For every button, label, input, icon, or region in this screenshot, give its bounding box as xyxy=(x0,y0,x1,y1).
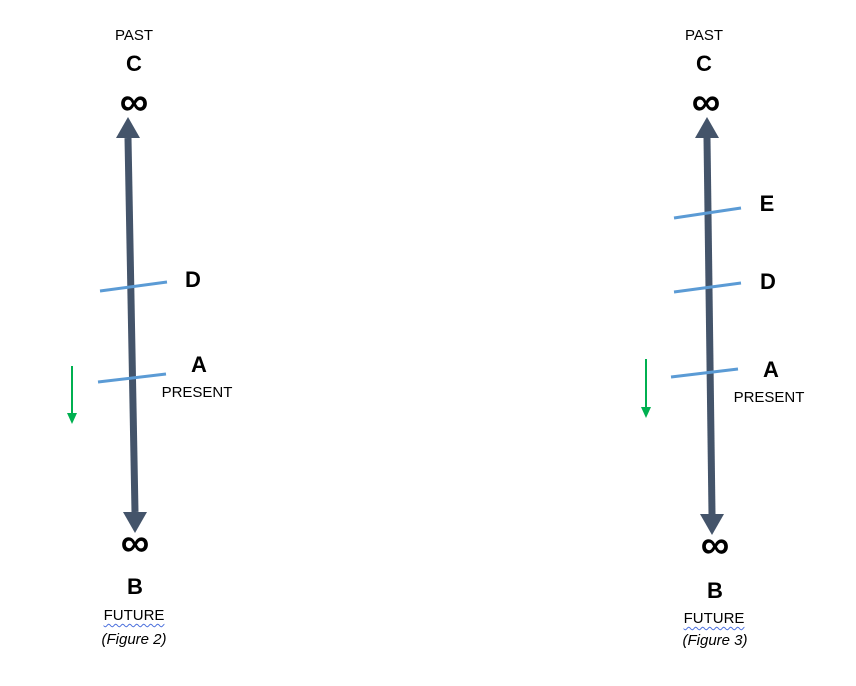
point-c-label: C xyxy=(696,51,712,76)
infinity-bottom-icon: ∞ xyxy=(700,523,730,567)
direction-arrow-head xyxy=(67,413,77,424)
present-label: PRESENT xyxy=(733,389,805,406)
past-label: PAST xyxy=(114,27,154,44)
future-label: FUTURE xyxy=(103,607,165,624)
point-b-label: B xyxy=(127,574,143,599)
present-label: PRESENT xyxy=(161,384,233,401)
figure-3-drawing xyxy=(641,117,742,535)
axis-arrowhead-down xyxy=(700,514,724,535)
axis-arrowhead-up xyxy=(695,117,719,138)
mark-e-tick xyxy=(673,206,742,220)
point-d-label: D xyxy=(760,269,776,294)
infinity-bottom-icon: ∞ xyxy=(120,521,150,565)
point-e-label: E xyxy=(759,191,775,216)
point-a-label: A xyxy=(763,357,779,382)
point-c-label: C xyxy=(126,51,142,76)
direction-arrow-head xyxy=(641,407,651,418)
figure-caption: (Figure 3) xyxy=(682,632,748,649)
axis-arrowhead-down xyxy=(123,512,147,533)
point-b-label: B xyxy=(707,578,723,603)
point-d-label: D xyxy=(185,267,201,292)
figure-2: PAST C ∞ D A PRESENT ∞ B FUTURE (Figure … xyxy=(0,0,300,686)
mark-a-tick xyxy=(670,367,739,379)
figure-3: PAST C ∞ E D A PRESENT ∞ B FUTURE (Figur… xyxy=(570,0,856,686)
past-label: PAST xyxy=(684,27,724,44)
figure-caption: (Figure 2) xyxy=(101,631,167,648)
infinity-top-icon: ∞ xyxy=(691,80,721,124)
mark-d-tick xyxy=(673,281,742,294)
axis-arrowhead-up xyxy=(116,117,140,138)
point-a-label: A xyxy=(191,352,207,377)
mark-a-tick xyxy=(97,372,167,384)
mark-d-tick xyxy=(99,280,168,293)
figure-2-drawing xyxy=(67,117,168,533)
timeline-axis xyxy=(124,137,139,513)
infinity-top-icon: ∞ xyxy=(119,80,149,124)
timeline-axis xyxy=(703,137,716,515)
future-label: FUTURE xyxy=(683,610,745,627)
